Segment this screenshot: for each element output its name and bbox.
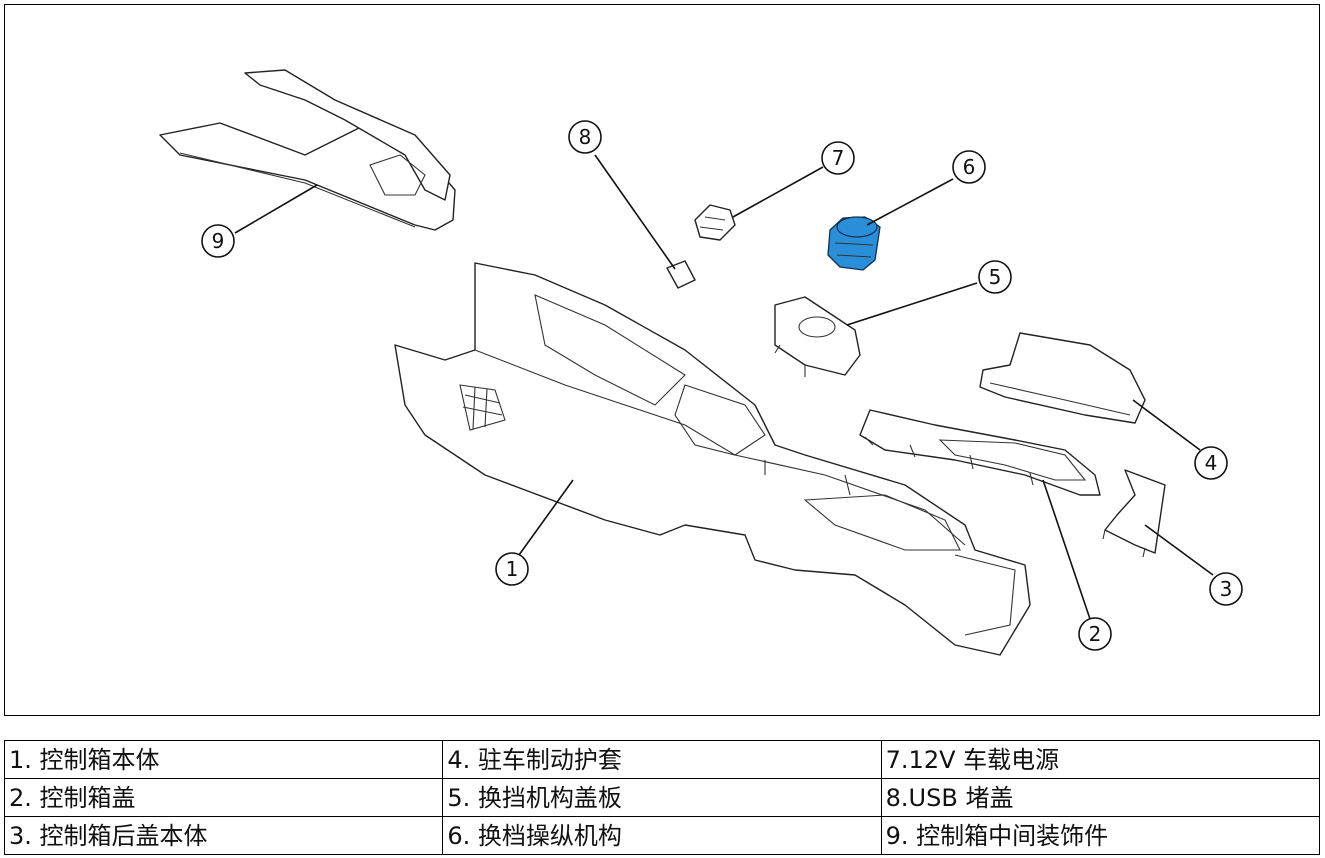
legend-cell: 6. 换档操纵机构	[442, 816, 882, 855]
legend-cell: 4. 驻车制动护套	[442, 740, 882, 779]
legend-cell: 3. 控制箱后盖本体	[3, 816, 444, 855]
callout-6: 6	[952, 150, 986, 184]
part-7-power-socket	[694, 204, 736, 241]
legend-cell: 1. 控制箱本体	[3, 740, 444, 779]
callout-7: 7	[821, 141, 855, 175]
callout-5: 5	[978, 260, 1012, 294]
leader-lines	[234, 154, 1214, 620]
callout-1: 1	[495, 552, 529, 586]
legend-cell: 8.USB 堵盖	[880, 778, 1321, 817]
part-5-shift-cover	[774, 296, 861, 377]
part-3-rear-cover	[1102, 469, 1166, 558]
callout-4: 4	[1194, 446, 1228, 480]
legend-table: 1. 控制箱本体 4. 驻车制动护套 7.12V 车载电源 2. 控制箱盖 5.…	[3, 740, 1321, 855]
legend-row: 2. 控制箱盖 5. 换挡机构盖板 8.USB 堵盖	[3, 778, 1321, 817]
svg-text:5: 5	[989, 265, 1002, 289]
part-8-usb-cap	[666, 260, 696, 289]
legend-row: 3. 控制箱后盖本体 6. 换档操纵机构 9. 控制箱中间装饰件	[3, 816, 1321, 855]
part-6-shift-mechanism	[827, 216, 881, 271]
callout-3: 3	[1209, 572, 1243, 606]
svg-text:6: 6	[963, 155, 976, 179]
callout-8: 8	[568, 120, 602, 154]
svg-text:7: 7	[832, 146, 845, 170]
diagram-svg: 1 2 3 4 5 6 7 8 9	[159, 69, 1243, 656]
part-9-center-trim	[159, 69, 456, 231]
callout-9: 9	[201, 224, 235, 258]
svg-text:2: 2	[1089, 622, 1102, 646]
part-4-brake-boot	[979, 332, 1146, 424]
legend-cell: 5. 换挡机构盖板	[442, 778, 882, 817]
legend-cell: 7.12V 车载电源	[880, 740, 1321, 779]
part-2-console-cover	[859, 409, 1101, 496]
svg-text:4: 4	[1205, 451, 1218, 475]
legend-row: 1. 控制箱本体 4. 驻车制动护套 7.12V 车载电源	[3, 740, 1321, 779]
svg-text:8: 8	[579, 125, 592, 149]
legend-cell: 9. 控制箱中间装饰件	[880, 816, 1321, 855]
svg-text:3: 3	[1220, 577, 1233, 601]
part-1-console-body	[394, 262, 1031, 656]
callout-2: 2	[1078, 617, 1112, 651]
exploded-diagram: 1 2 3 4 5 6 7 8 9	[4, 4, 1320, 716]
svg-text:9: 9	[212, 229, 225, 253]
legend-cell: 2. 控制箱盖	[3, 778, 444, 817]
svg-text:1: 1	[506, 557, 519, 581]
